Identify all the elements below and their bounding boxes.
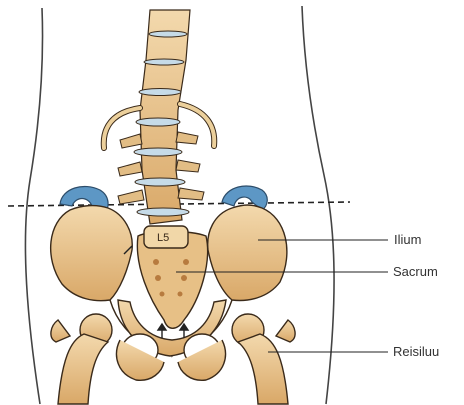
label-sacrum: Sacrum: [393, 264, 438, 279]
right-femur: [232, 314, 295, 404]
label-ilium: Ilium: [394, 232, 421, 247]
body-outline-right: [302, 6, 334, 404]
lumbar-spine: [104, 10, 214, 224]
label-reisiluu: Reisiluu: [393, 344, 439, 359]
label-l5: L5: [157, 232, 169, 244]
left-femur: [51, 314, 112, 404]
